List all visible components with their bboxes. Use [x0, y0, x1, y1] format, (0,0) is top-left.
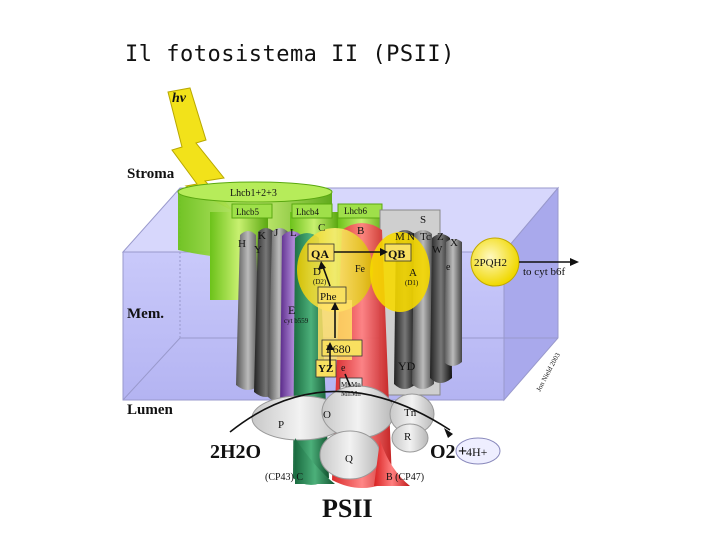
- pq-label: 2PQH2: [474, 257, 507, 269]
- lhcb6-label: Lhcb6: [344, 206, 367, 216]
- subunit-m: M: [395, 231, 405, 243]
- a-label: A: [409, 267, 417, 279]
- qa-label: QA: [311, 247, 329, 261]
- subunit-b: B: [357, 225, 364, 237]
- d1-label: (D1): [405, 279, 419, 287]
- subunit-e: E: [288, 303, 295, 317]
- subunit-r: R: [404, 431, 412, 443]
- fe-label: Fe: [355, 264, 366, 275]
- mn-2: Mn: [351, 381, 361, 389]
- plus-sign: +: [458, 443, 467, 460]
- subunit-c: C: [318, 222, 325, 234]
- subunit-q: Q: [345, 453, 353, 465]
- subunit-j: J: [274, 227, 279, 239]
- lhcb4-label: Lhcb4: [296, 207, 319, 217]
- water-label: 2H2O: [210, 441, 261, 463]
- subunit-y: Y: [254, 244, 262, 256]
- electron-1: e: [341, 363, 346, 374]
- subunit-s: S: [420, 214, 426, 226]
- yz-label: YZ: [318, 363, 333, 375]
- electron-2: e: [446, 262, 451, 273]
- subunit-tn: Tn: [404, 407, 417, 419]
- subunit-x: X: [450, 237, 458, 249]
- subunit-k: K: [258, 230, 266, 242]
- subunit-l: L: [290, 227, 297, 239]
- p680-label: P680: [326, 342, 351, 356]
- mn-1: Mn: [341, 381, 351, 389]
- psii-caption: PSII: [322, 494, 373, 523]
- water-oxidation-arc: [229, 390, 451, 433]
- page-title: Il fotosistema II (PSII): [125, 42, 455, 67]
- subunit-p: P: [278, 419, 284, 431]
- subunit-w: W: [432, 244, 443, 256]
- subunit-z: Z: [437, 231, 444, 243]
- mn-4: Mn: [351, 390, 361, 398]
- cp47-label: B (CP47): [386, 472, 424, 483]
- subunit-tc: Tc: [420, 231, 431, 243]
- d-label: D: [313, 266, 321, 278]
- phe-label: Phe: [320, 291, 337, 303]
- subunit-h: H: [238, 238, 246, 250]
- oxygen-label: O2: [430, 441, 456, 463]
- electron-path: [321, 251, 384, 389]
- stroma-label: Stroma: [127, 166, 175, 182]
- lumen-label: Lumen: [127, 402, 173, 418]
- proton-bubble: [455, 437, 501, 465]
- to-cyt-label: to cyt b6f: [523, 266, 565, 278]
- antenna-top-label: Lhcb1+2+3: [230, 188, 277, 199]
- cyt-b559-label: cyt b559: [284, 317, 309, 325]
- cp43-label: (CP43) C: [265, 472, 303, 483]
- protons-label: 4H+: [466, 445, 488, 459]
- membrane-label: Mem.: [127, 306, 165, 322]
- light-label: hv: [172, 91, 187, 106]
- d2-label: (D2): [313, 278, 327, 286]
- yd-label: YD: [398, 359, 416, 373]
- mn-3: Mn: [341, 390, 351, 398]
- lhcb5-label: Lhcb5: [236, 207, 259, 217]
- subunit-o: O: [323, 409, 331, 421]
- subunit-n: N: [407, 231, 415, 243]
- lumen-extrinsic: [251, 385, 435, 486]
- qb-label: QB: [388, 247, 405, 261]
